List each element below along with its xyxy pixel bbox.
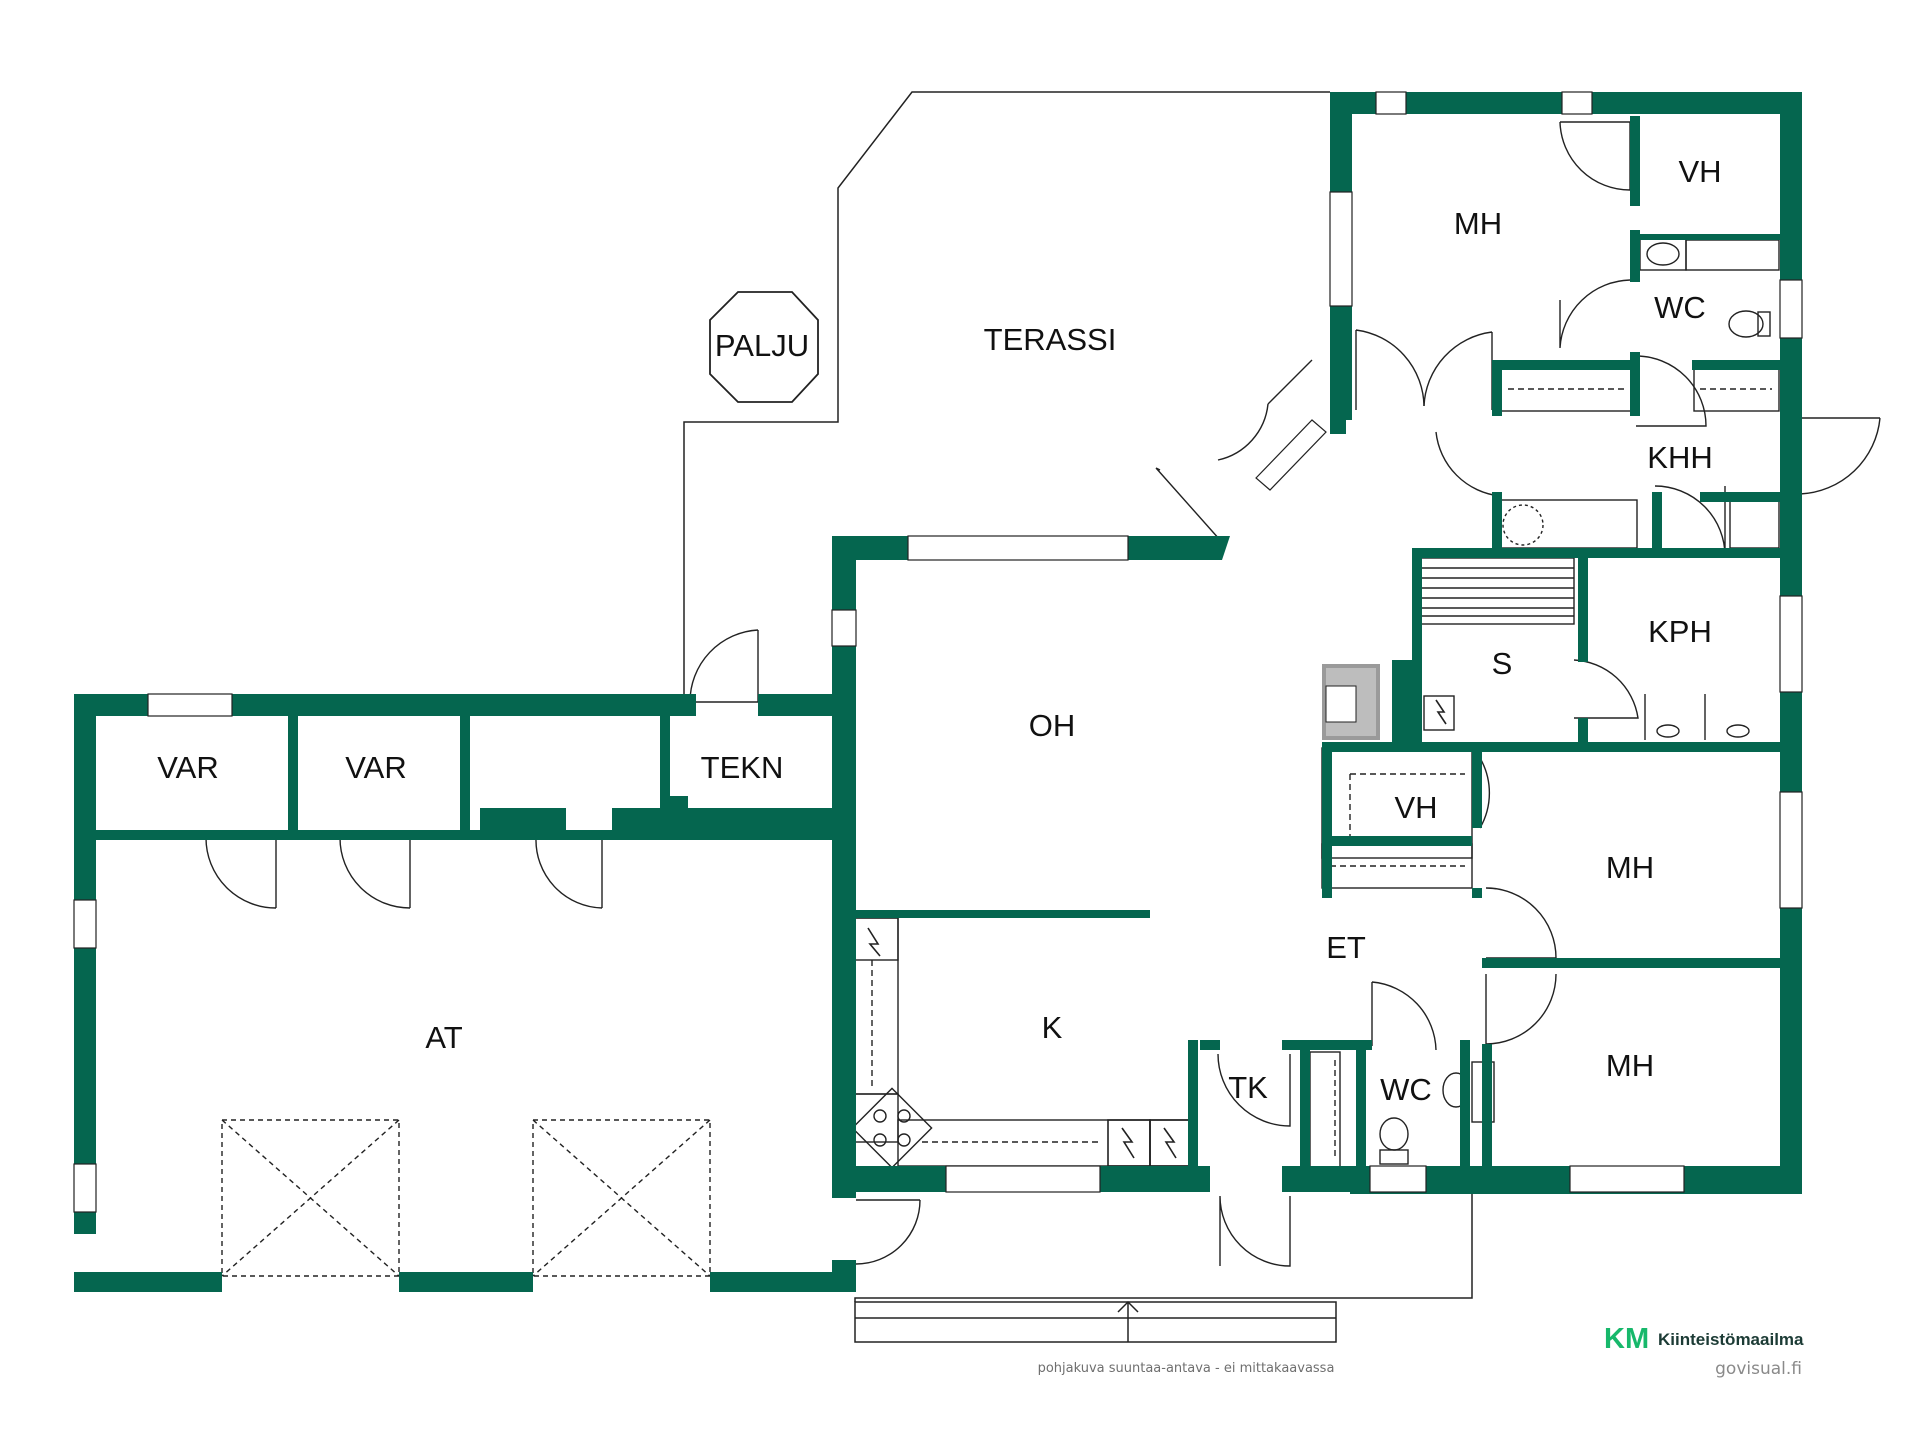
- room-label-vh-mid: VH: [1394, 790, 1437, 825]
- room-label-mh-top: MH: [1454, 206, 1502, 241]
- provider-credit: govisual.fi: [1715, 1359, 1802, 1379]
- windows: [73, 91, 1803, 1213]
- room-label-terassi: TERASSI: [984, 322, 1117, 357]
- room-label-khh: KHH: [1647, 440, 1712, 475]
- room-label-et: ET: [1326, 930, 1366, 965]
- room-label-wc-top: WC: [1654, 290, 1706, 325]
- room-label-k: K: [1042, 1010, 1063, 1045]
- room-label-tk: TK: [1228, 1070, 1268, 1105]
- room-label-at: AT: [425, 1020, 462, 1055]
- walls: [74, 92, 1802, 1292]
- room-label-kph: KPH: [1648, 614, 1712, 649]
- door-swings: [205, 121, 1881, 1267]
- room-label-var-1: VAR: [157, 750, 218, 785]
- brand-mark: KM: [1604, 1323, 1649, 1355]
- hot-tub-shape: [709, 291, 819, 403]
- room-label-s: S: [1492, 646, 1513, 681]
- room-label-palju: PALJU: [715, 328, 809, 363]
- room-label-wc-bottom: WC: [1380, 1072, 1432, 1107]
- brand-logo: KM Kiinteistömaailma: [1604, 1323, 1804, 1355]
- fixtures: [221, 236, 1780, 1277]
- room-label-oh: OH: [1029, 708, 1076, 743]
- room-label-mh-bottom: MH: [1606, 1048, 1654, 1083]
- room-label-var-2: VAR: [345, 750, 406, 785]
- room-label-tekn: TEKN: [701, 750, 784, 785]
- terrace-outline: [683, 91, 1473, 1343]
- room-label-vh-top: VH: [1678, 154, 1721, 189]
- room-label-mh-mid: MH: [1606, 850, 1654, 885]
- disclaimer-note: pohjakuva suuntaa-antava - ei mittakaava…: [1038, 1361, 1335, 1376]
- brand-name: Kiinteistömaailma: [1658, 1330, 1804, 1349]
- fireplace-icon: [1322, 664, 1380, 740]
